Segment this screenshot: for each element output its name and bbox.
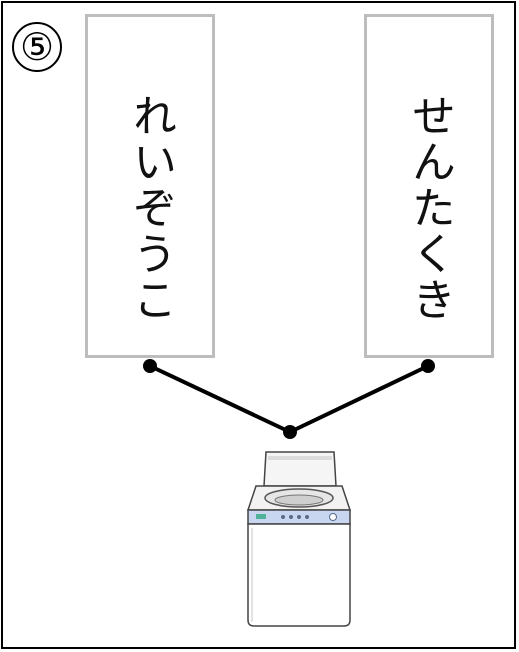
left-connector-line xyxy=(148,364,292,434)
word-card-left-text: れいぞうこ xyxy=(125,93,176,323)
right-connector-line xyxy=(288,364,430,434)
word-card-left[interactable]: れいぞうこ xyxy=(85,14,215,358)
item-number: ⑤ xyxy=(12,22,62,72)
word-card-right-text: せんたくき xyxy=(404,93,455,323)
right-card-dot xyxy=(421,359,435,373)
word-card-right[interactable]: せんたくき xyxy=(364,14,494,358)
washing-machine-icon[interactable] xyxy=(238,442,360,634)
picture-dot xyxy=(283,425,297,439)
left-card-dot xyxy=(143,359,157,373)
